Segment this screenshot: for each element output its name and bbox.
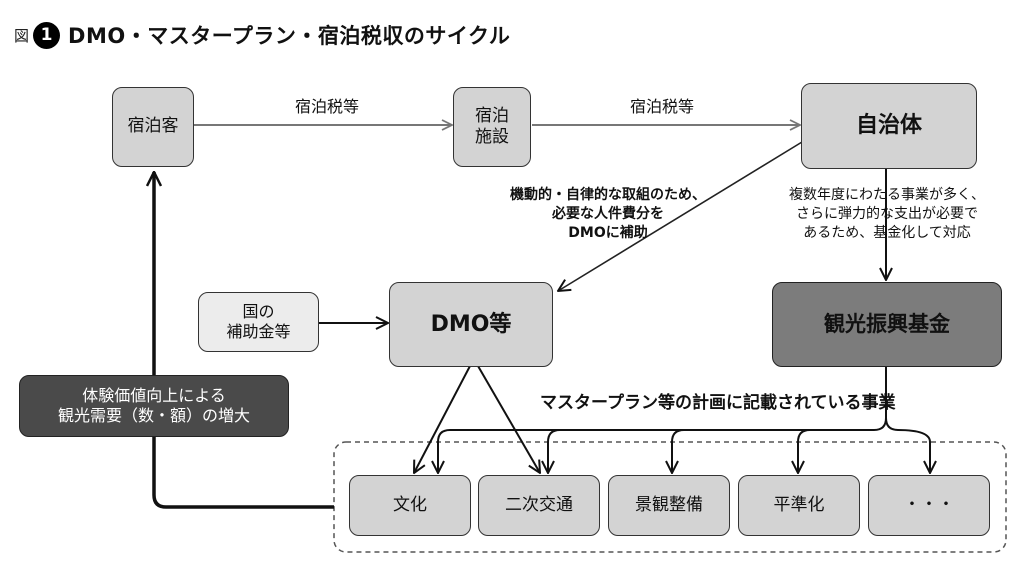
node-demand-line2: 観光需要（数・額）の増大 [57,406,250,425]
label-fund-note-line3: あるため、基金化して対応 [803,224,971,241]
diagram-title: 図 1 DMO・マスタープラン・宿泊税収のサイクル [14,18,510,52]
bus-curve-leveling [798,429,811,473]
label-fund-note-line2: さらに弾力的な支出が必要で [796,205,978,222]
figure-number-badge: 1 [33,21,61,49]
node-municipality-label: 自治体 [855,113,922,139]
node-dmo: DMO等 [389,282,553,367]
label-tax-2: 宿泊税等 [629,97,694,116]
project-transport-label: 二次交通 [505,494,573,515]
project-culture: 文化 [349,475,471,536]
node-lodging: 宿泊 施設 [453,87,531,167]
project-landscape: 景観整備 [608,475,730,536]
figure-prefix: 図 [14,26,30,45]
bus-curve-landscape [672,429,685,473]
node-lodging-line1: 宿泊 [475,105,509,126]
label-fund-note: 複数年度にわたる事業が多く、 さらに弾力的な支出が必要で あるため、基金化して対… [752,186,1022,243]
project-group-frame [333,441,1007,553]
project-etc-label: ・・・ [903,494,955,515]
arrow-municipality-to-dmo [558,141,803,291]
node-demand-increase: 体験価値向上による 観光需要（数・額）の増大 [19,375,289,437]
title-text: DMO・マスタープラン・宿泊税収のサイクル [68,24,511,48]
bus-curve-transport [548,429,561,473]
node-dmo-label: DMO等 [430,311,512,337]
arrow-dmo-to-transport [477,365,540,473]
project-secondary-transport: 二次交通 [478,475,600,536]
node-national-subsidy: 国の 補助金等 [198,292,319,352]
node-guest-label: 宿泊客 [127,116,179,137]
label-dmo-support-line1: 機動的・自律的な取組のため、 [510,187,706,203]
bus-fund-to-projects [437,366,887,443]
node-subsidy-line1: 国の [242,302,275,321]
project-culture-label: 文化 [393,494,427,515]
node-guest: 宿泊客 [112,87,194,167]
node-subsidy-line2: 補助金等 [226,322,291,341]
node-fund-label: 観光振興基金 [824,312,950,337]
label-master-plan: マスタープラン等の計画に記載されている事業 [540,393,896,413]
label-tax-1: 宿泊税等 [294,97,359,116]
label-dmo-support: 機動的・自律的な取組のため、 必要な人件費分を DMOに補助 [460,186,756,243]
label-fund-note-line1: 複数年度にわたる事業が多く、 [789,187,985,203]
arrow-dmo-to-culture [414,365,471,473]
node-tourism-fund: 観光振興基金 [772,282,1002,367]
node-lodging-line2: 施設 [475,127,509,147]
project-landscape-label: 景観整備 [635,494,703,515]
node-demand-line1: 体験価値向上による [82,386,226,405]
project-leveling-label: 平準化 [773,494,825,515]
bus-curve-etc [885,417,930,473]
label-dmo-support-line3: DMOに補助 [568,224,648,241]
node-municipality: 自治体 [801,83,977,169]
project-etc: ・・・ [868,475,990,536]
label-dmo-support-line2: 必要な人件費分を [552,205,664,222]
arrow-feedback-to-guest [154,172,334,509]
project-leveling: 平準化 [738,475,860,536]
